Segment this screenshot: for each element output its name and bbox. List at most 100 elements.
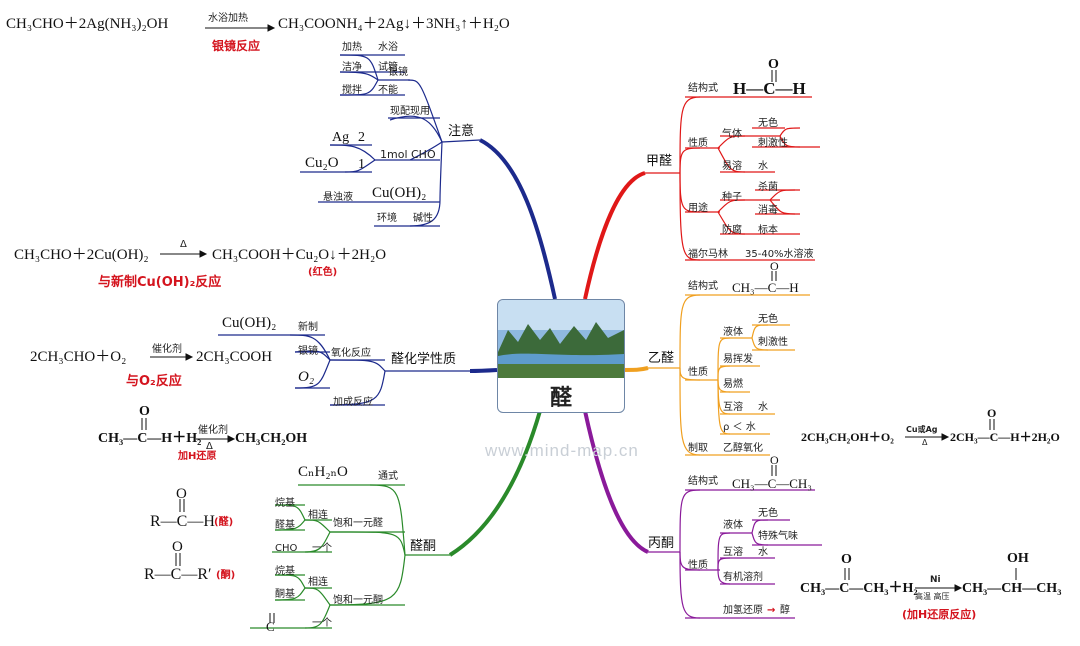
- cuoh2-name: 与新制Cu(OH)₂反应: [98, 276, 221, 289]
- notes-item-1b: 水浴: [378, 43, 398, 53]
- silver-mirror-reactants: CH₃CHO＋2Ag(NH₃)₂OH: [6, 17, 168, 32]
- notes-ag: Ag: [332, 131, 349, 145]
- ketone-o-mark: O: [172, 540, 183, 555]
- o2-condition: 催化剂: [152, 345, 182, 355]
- notes-item-3a: 搅拌: [342, 86, 362, 96]
- notes-turbid: 悬浊液: [323, 193, 353, 203]
- acetone-properties: 性质: [688, 561, 708, 571]
- acetone-arrow: →: [767, 606, 775, 616]
- acetone-water: 水: [758, 548, 768, 558]
- acetaldehyde-pungent: 刺激性: [758, 338, 788, 348]
- notes-cu2o-n: 1: [358, 158, 365, 172]
- ketone-connect: 相连: [308, 578, 328, 588]
- ketone-alkyl: 烷基: [275, 567, 295, 577]
- formaldehyde-title[interactable]: 甲醛: [646, 155, 672, 168]
- formaldehyde-sterilize: 杀菌: [758, 183, 778, 193]
- formaldehyde-pungent: 刺激性: [758, 139, 788, 149]
- notes-item-2a: 洁净: [342, 63, 362, 73]
- landscape-image: [498, 300, 624, 378]
- acetaldehyde-structure: CH₃—C—H: [732, 281, 799, 294]
- branch-acetone: [585, 411, 648, 552]
- acetone-alcohol: 醇: [780, 606, 790, 616]
- o2-name: 与O₂反应: [126, 375, 182, 388]
- formaldehyde-structure: H—C—H: [733, 80, 806, 97]
- acetone-liquid: 液体: [723, 521, 743, 531]
- aldehyde-one: 一个: [312, 544, 332, 554]
- oxidation-o2: O₂: [298, 370, 314, 385]
- formaldehyde-seed: 种子: [722, 193, 742, 203]
- h2-name: 加H还原: [178, 452, 216, 462]
- acetaldehyde-water: 水: [758, 403, 768, 413]
- acetaldehyde-o-mark: O: [770, 260, 779, 272]
- acetaldehyde-prep-equation: 2CH₃CH₂OH＋O₂: [801, 431, 894, 443]
- aldehyde-saturated: 饱和一元醛: [333, 519, 383, 529]
- acetone-organic: 有机溶剂: [723, 573, 763, 583]
- branch-notes: [480, 140, 555, 299]
- acetone-o-mark: O: [770, 454, 779, 466]
- oxidation-fresh: 新制: [298, 323, 318, 333]
- center-title: 醛: [498, 380, 624, 412]
- formaldehyde-water: 水: [758, 162, 768, 172]
- acetaldehyde-prep-label: 制取: [688, 444, 708, 454]
- branch-formaldehyde: [585, 173, 645, 299]
- notes-title[interactable]: 注意: [448, 125, 474, 138]
- oxidation-addition: 加成反应: [333, 398, 373, 408]
- ketone-co: C: [266, 620, 275, 633]
- notes-item-1a: 加热: [342, 43, 362, 53]
- acetone-cond-top: Ni: [930, 576, 941, 585]
- acetone-cond-bottom: 高温 高压: [915, 593, 950, 601]
- acetone-eq-right: CH₃—CH—CH₃: [962, 582, 1061, 596]
- aldehyde-name: (醛): [214, 518, 233, 528]
- acetaldehyde-prep-cond-top: Cu或Ag: [906, 426, 937, 434]
- cuoh2-condition: Δ: [180, 240, 187, 250]
- formaldehyde-properties: 性质: [688, 139, 708, 149]
- ketone-formula: R—C—R′: [144, 567, 212, 583]
- ketone-group: 酮基: [275, 590, 295, 600]
- acetaldehyde-prep-cond-bottom: Δ: [922, 439, 927, 447]
- center-node[interactable]: 醛: [497, 299, 625, 413]
- ketones-title[interactable]: 醛酮: [410, 540, 436, 553]
- notes-cuoh2: Cu(OH)₂: [372, 186, 426, 201]
- acetaldehyde-miscible: 互溶: [723, 403, 743, 413]
- ketone-saturated: 饱和一元酮: [333, 596, 383, 606]
- notes-basic: 碱性: [413, 214, 433, 224]
- acetaldehyde-title[interactable]: 乙醛: [648, 352, 674, 365]
- acetaldehyde-flammable: 易燃: [723, 380, 743, 390]
- acetaldehyde-density: ρ ＜ 水: [723, 423, 756, 433]
- oxidation-label: 氧化反应: [331, 349, 371, 359]
- notes-item-2b: 试管: [378, 63, 398, 73]
- o2-reactants: 2CH₃CHO＋O₂: [30, 350, 126, 365]
- notes-fresh: 现配现用: [390, 107, 430, 117]
- acetone-odor: 特殊气味: [758, 532, 798, 542]
- aldehyde-o-mark: O: [176, 487, 187, 502]
- aldehyde-connect: 相连: [308, 511, 328, 521]
- acetone-colorless: 无色: [758, 509, 778, 519]
- acetone-miscible: 互溶: [723, 548, 743, 558]
- acetaldehyde-liquid: 液体: [723, 328, 743, 338]
- formaldehyde-gas: 气体: [722, 130, 742, 140]
- notes-cho: 1mol CHO: [380, 149, 436, 160]
- oxidation-subtree: [218, 335, 470, 405]
- formaldehyde-uses: 用途: [688, 204, 708, 214]
- oxidation-title[interactable]: 醛化学性质: [391, 353, 456, 366]
- acetone-oh-mark: OH: [1007, 552, 1029, 566]
- acetone-reaction-name: (加H还原反应): [902, 609, 976, 620]
- acetaldehyde-prep-o-mark: O: [987, 407, 996, 419]
- acetaldehyde-prep-products: 2CH₃—C—H＋2H₂O: [950, 431, 1060, 443]
- acetone-title[interactable]: 丙酮: [648, 537, 674, 550]
- notes-cu2o: Cu₂O: [305, 156, 339, 171]
- formaldehyde-disinfect: 消毒: [758, 206, 778, 216]
- silver-mirror-name: 银镜反应: [212, 40, 260, 52]
- formaldehyde-specimen: 标本: [758, 226, 778, 236]
- acetaldehyde-structure-label: 结构式: [688, 282, 718, 292]
- formaldehyde-antisepsis: 防腐: [722, 226, 742, 236]
- formaldehyde-soluble: 易溶: [722, 162, 742, 172]
- o2-products: 2CH₃COOH: [196, 350, 272, 365]
- ketones-general: CₙH₂ₙO: [298, 465, 348, 480]
- acetone-eq-left: CH₃—C—CH₃＋H₂: [800, 582, 918, 596]
- notes-env: 环境: [377, 214, 397, 224]
- branch-ketones: [450, 411, 540, 555]
- cuoh2-products: CH₃COOH＋Cu₂O↓＋2H₂O: [212, 248, 386, 263]
- branch-oxidation: [470, 370, 497, 371]
